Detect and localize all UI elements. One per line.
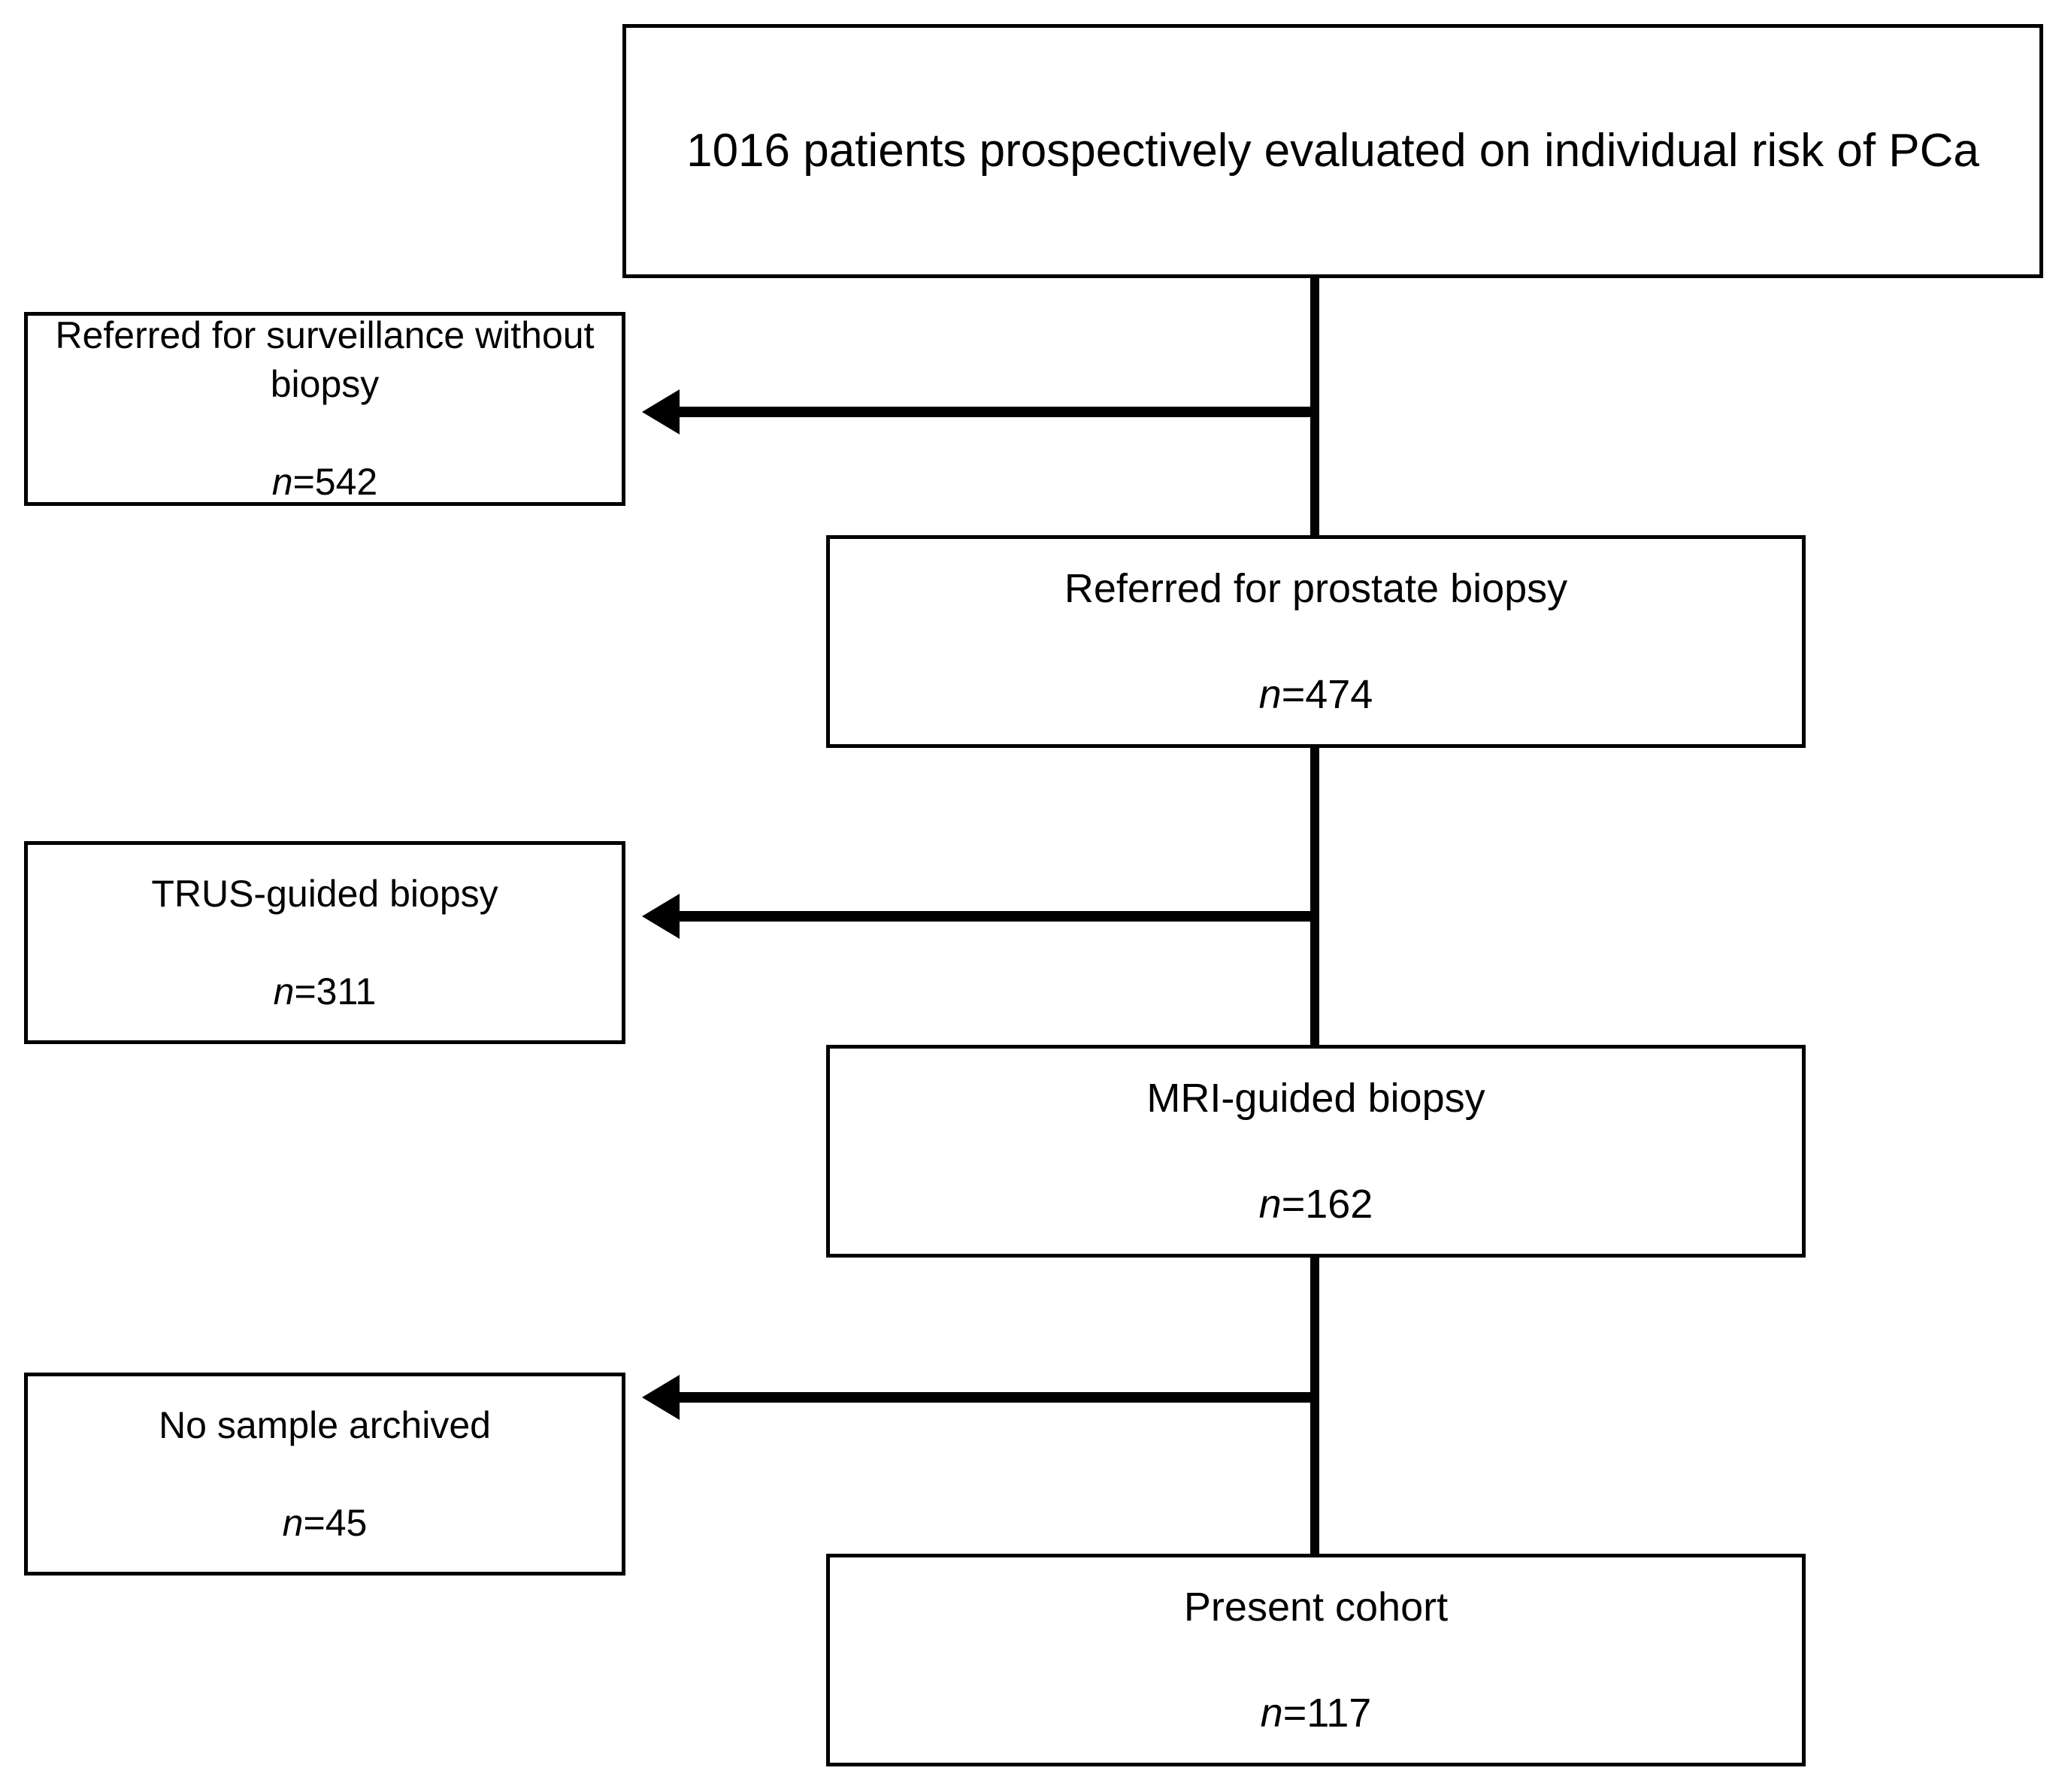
node-mri-biopsy-label: MRI-guided biopsy bbox=[1146, 1076, 1485, 1122]
n-symbol: n bbox=[273, 970, 295, 1013]
node-prostate-biopsy-text: Referred for prostate biopsy n=474 bbox=[1051, 510, 1581, 773]
node-trus-biopsy-text: TRUS-guided biopsy n=311 bbox=[138, 821, 511, 1065]
n-symbol: n bbox=[271, 461, 293, 503]
node-surveillance-count: n=542 bbox=[41, 458, 608, 507]
n-symbol: n bbox=[1258, 1181, 1282, 1227]
node-present-cohort-value: 117 bbox=[1307, 1690, 1372, 1736]
node-prostate-biopsy-value: 474 bbox=[1305, 671, 1373, 717]
equals-symbol: = bbox=[292, 461, 315, 503]
n-symbol: n bbox=[1258, 671, 1282, 717]
node-present-cohort: Present cohort n=117 bbox=[826, 1554, 1806, 1766]
arrowhead-to-trus bbox=[642, 894, 680, 939]
node-trus-biopsy: TRUS-guided biopsy n=311 bbox=[24, 841, 625, 1044]
node-no-sample-value: 45 bbox=[325, 1501, 368, 1544]
node-present-cohort-label: Present cohort bbox=[1183, 1585, 1449, 1630]
node-no-sample-text: No sample archived n=45 bbox=[145, 1352, 504, 1597]
node-mri-biopsy-text: MRI-guided biopsy n=162 bbox=[1133, 1019, 1498, 1283]
node-surveillance-value: 542 bbox=[314, 461, 378, 503]
node-no-sample-label: No sample archived bbox=[159, 1403, 491, 1446]
node-present-cohort-text: Present cohort n=117 bbox=[1170, 1528, 1461, 1792]
node-trus-biopsy-value: 311 bbox=[316, 970, 377, 1013]
equals-symbol: = bbox=[1282, 1690, 1307, 1736]
equals-symbol: = bbox=[1281, 671, 1306, 717]
n-symbol: n bbox=[1260, 1690, 1283, 1736]
node-root-text: 1016 patients prospectively evaluated on… bbox=[673, 60, 1993, 242]
node-prostate-biopsy-count: n=474 bbox=[1064, 668, 1567, 721]
node-mri-biopsy: MRI-guided biopsy n=162 bbox=[826, 1045, 1806, 1258]
node-no-sample: No sample archived n=45 bbox=[24, 1373, 625, 1576]
node-root: 1016 patients prospectively evaluated on… bbox=[622, 24, 2043, 278]
equals-symbol: = bbox=[303, 1501, 325, 1544]
node-trus-biopsy-label: TRUS-guided biopsy bbox=[151, 872, 498, 915]
arrowhead-to-no-sample bbox=[642, 1375, 680, 1420]
node-surveillance: Referred for surveillance without biopsy… bbox=[24, 312, 625, 506]
node-trus-biopsy-count: n=311 bbox=[151, 967, 498, 1016]
equals-symbol: = bbox=[1281, 1181, 1306, 1227]
arrowhead-to-surveillance bbox=[642, 389, 680, 434]
node-root-label: 1016 patients prospectively evaluated on… bbox=[686, 124, 1979, 177]
node-no-sample-count: n=45 bbox=[159, 1499, 491, 1548]
node-surveillance-text: Referred for surveillance without biopsy… bbox=[28, 262, 622, 555]
node-surveillance-label: Referred for surveillance without biopsy bbox=[55, 314, 595, 405]
node-prostate-biopsy-label: Referred for prostate biopsy bbox=[1064, 566, 1568, 612]
node-mri-biopsy-count: n=162 bbox=[1146, 1178, 1485, 1230]
node-prostate-biopsy: Referred for prostate biopsy n=474 bbox=[826, 535, 1806, 748]
node-present-cohort-count: n=117 bbox=[1184, 1687, 1448, 1739]
equals-symbol: = bbox=[294, 970, 316, 1013]
node-mri-biopsy-value: 162 bbox=[1305, 1181, 1373, 1227]
n-symbol: n bbox=[282, 1501, 304, 1544]
